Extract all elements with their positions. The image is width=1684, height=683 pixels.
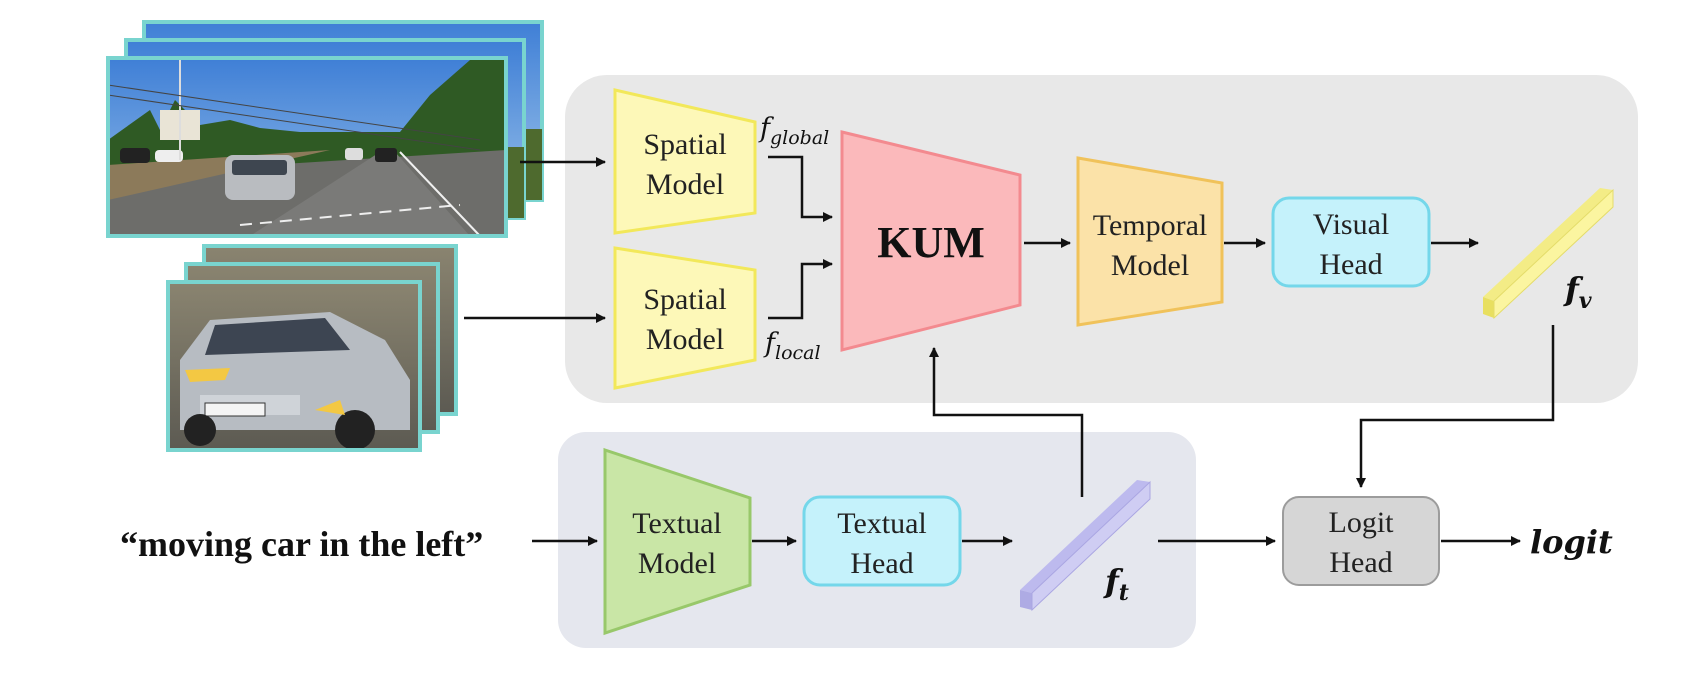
ft-label: ft (1103, 562, 1129, 606)
global-frame-stack (106, 20, 544, 238)
spatial-model-bottom-label-2: Model (646, 323, 724, 356)
spatial-model-bottom (613, 246, 757, 390)
spatial-model-top-label-2: Model (646, 168, 724, 201)
textual-head (802, 495, 962, 587)
logit-head (1282, 496, 1440, 586)
arrow-ft-to-kum (929, 347, 1084, 497)
visual-head (1271, 196, 1431, 288)
temporal-model-label-1: Temporal (1093, 209, 1208, 242)
textual-head-label-1: Textual (837, 507, 927, 540)
arrow-fglobal-to-kum (768, 155, 833, 222)
textual-model (603, 447, 752, 636)
textual-model-label-1: Textual (632, 507, 722, 540)
visual-head-label-2: Head (1319, 248, 1382, 281)
fv-feature-bar (1483, 188, 1614, 320)
ft-feature-bar (1020, 480, 1151, 612)
global-scene-image (106, 56, 508, 238)
arrow-flocal-to-kum (768, 259, 833, 320)
fv-label: fv (1563, 270, 1592, 314)
spatial-model-top-label-1: Spatial (643, 128, 726, 161)
logit-output-label: logit (1530, 523, 1613, 561)
visual-head-label-1: Visual (1313, 208, 1390, 241)
textual-head-label-2: Head (850, 547, 913, 580)
temporal-model (1076, 156, 1224, 327)
spatial-model-top (613, 88, 757, 235)
logit-head-label-1: Logit (1329, 506, 1395, 539)
textual-model-label-2: Model (638, 547, 716, 580)
logit-head-label-2: Head (1329, 546, 1392, 579)
local-crop-stack (166, 244, 458, 452)
temporal-model-label-2: Model (1111, 249, 1189, 282)
spatial-model-bottom-label-1: Spatial (643, 283, 726, 316)
query-text: “moving car in the left” (120, 524, 483, 564)
kum-module (840, 130, 1022, 352)
kum-label: KUM (877, 218, 985, 267)
arrow-fv-to-logit-head (1356, 325, 1555, 488)
local-car-image (166, 280, 422, 452)
